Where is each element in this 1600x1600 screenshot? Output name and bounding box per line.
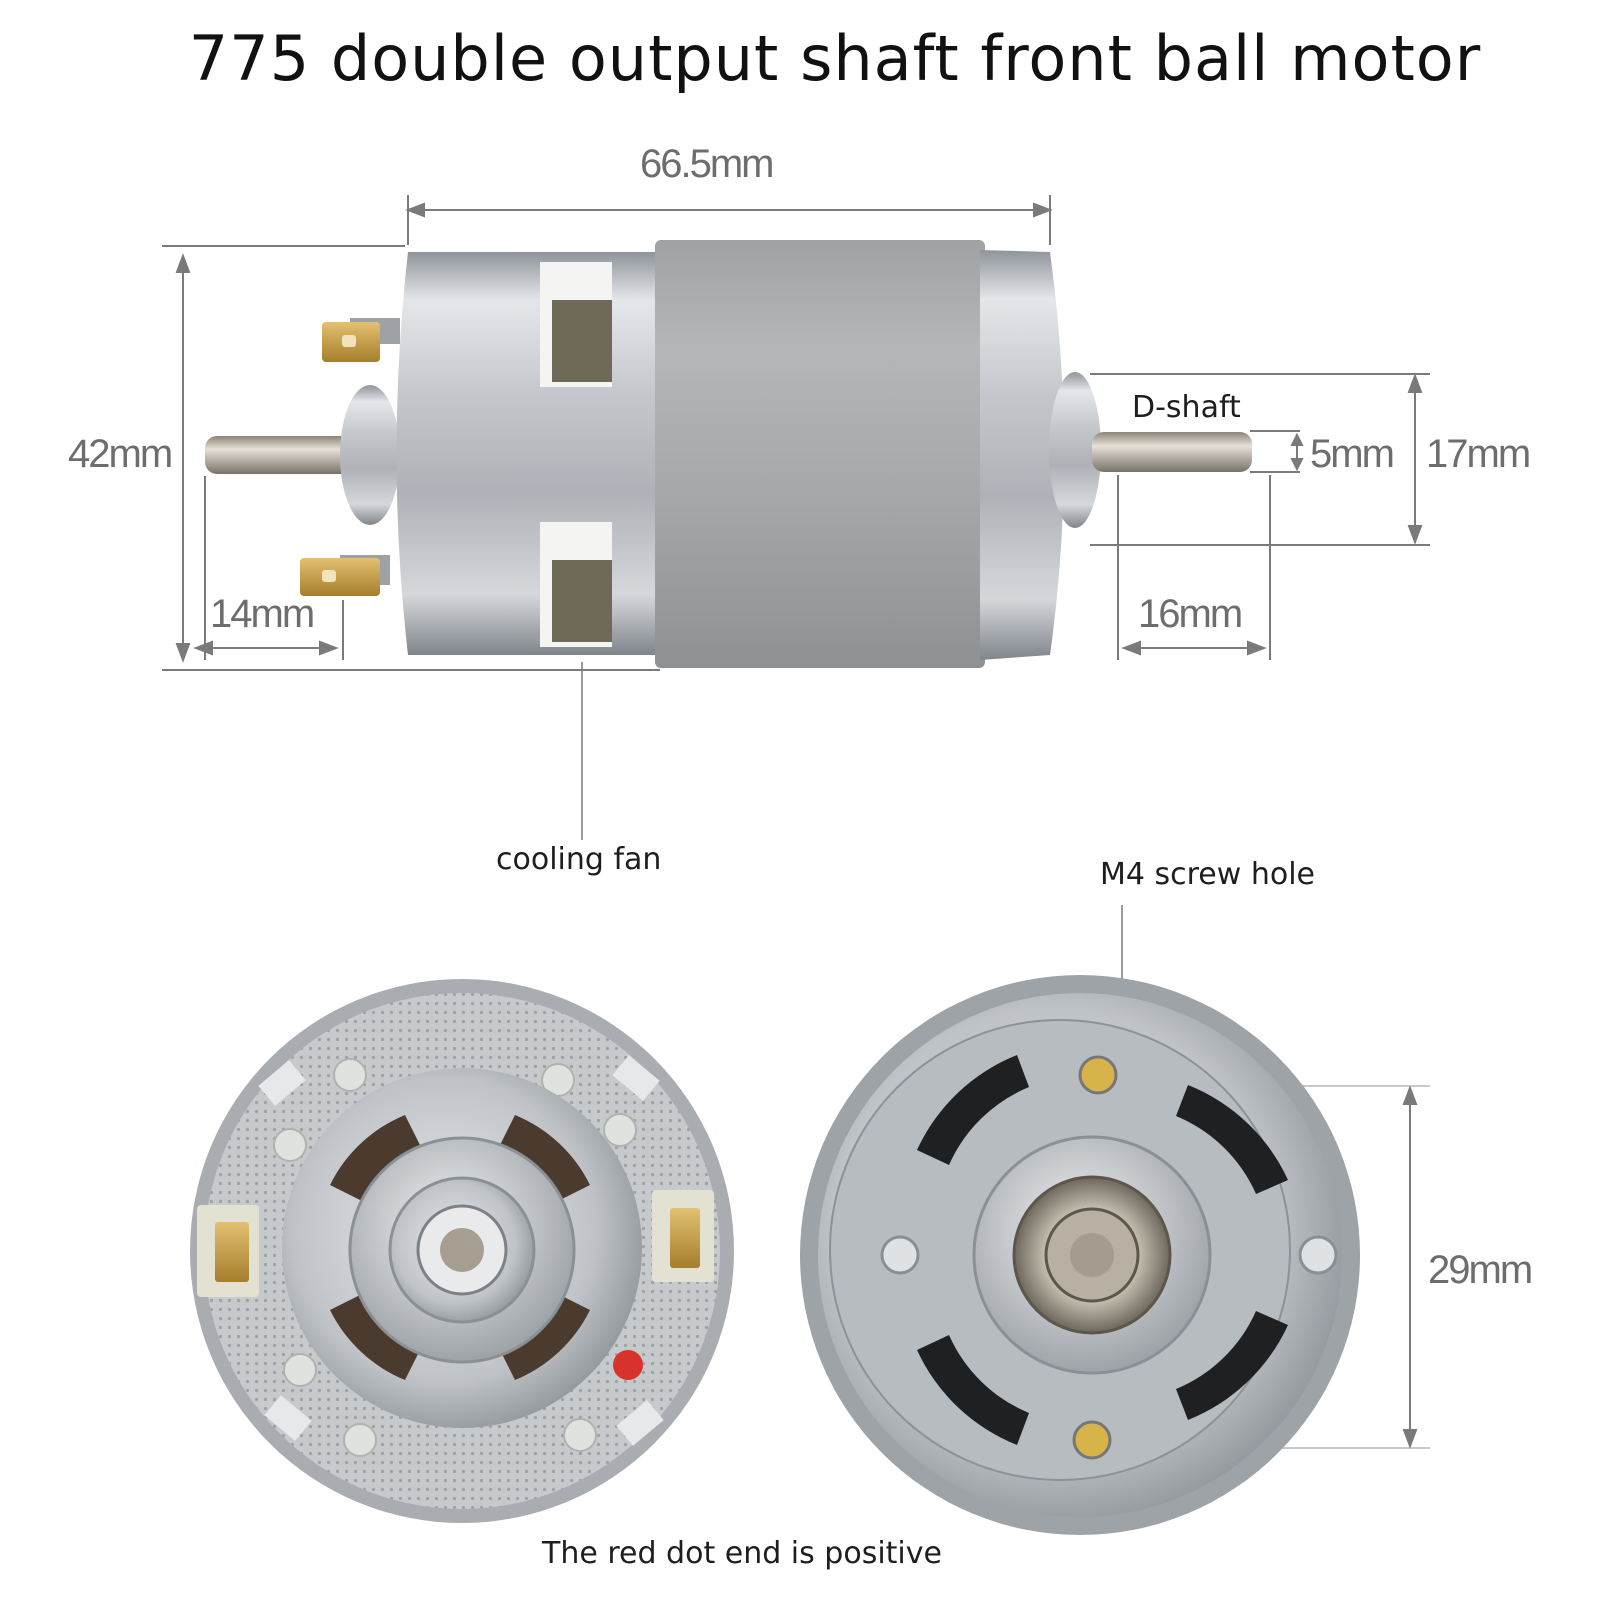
d-shaft-label: D-shaft — [1132, 390, 1241, 425]
vent-windows — [540, 262, 612, 647]
rear-bearing-cap — [340, 385, 400, 525]
dimension-boss-diameter-label: 17mm — [1426, 432, 1531, 476]
positive-red-dot — [613, 1350, 643, 1380]
polarity-note: The red dot end is positive — [542, 1536, 942, 1571]
terminal-bottom — [300, 555, 390, 596]
dimension-diameter-label: 42mm — [68, 432, 173, 476]
side-view — [205, 240, 1252, 668]
screw-hole-bottom — [1072, 1420, 1112, 1460]
dimension-hole-spacing-label: 29mm — [1428, 1248, 1533, 1292]
screw-hole-label: M4 screw hole — [1100, 857, 1315, 892]
terminal-top — [322, 318, 400, 362]
dimension-length-label: 66.5mm — [640, 142, 774, 186]
rear-end-view — [190, 979, 734, 1523]
front-shaft — [1092, 432, 1252, 472]
dimension-front-shaft-label: 16mm — [1138, 592, 1243, 636]
dimension-shaft-diameter-label: 5mm — [1310, 432, 1395, 476]
front-can — [980, 250, 1064, 660]
rear-can — [396, 252, 660, 655]
end-terminal-right — [652, 1190, 714, 1282]
page-title: 775 double output shaft front ball motor — [188, 22, 1482, 95]
stator-band — [655, 240, 985, 668]
dimension-lines — [162, 195, 1430, 1449]
rear-shaft — [205, 436, 355, 474]
front-end-view — [800, 975, 1360, 1535]
cooling-fan-label: cooling fan — [496, 842, 662, 877]
end-terminal-left — [197, 1205, 259, 1297]
dimension-rear-shaft-label: 14mm — [210, 592, 315, 636]
front-bearing-boss — [1049, 372, 1101, 528]
screw-hole-top — [1078, 1055, 1118, 1095]
